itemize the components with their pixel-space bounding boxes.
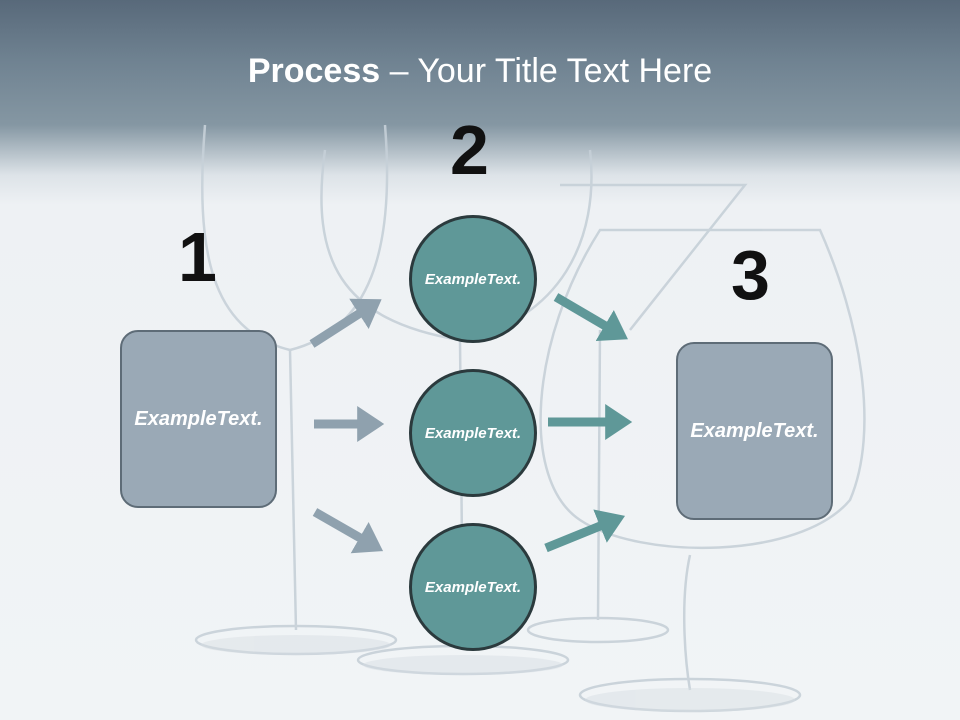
step-number-1: 1 xyxy=(178,218,217,296)
arrow-left-to-bottom xyxy=(312,508,384,554)
title-bold: Process xyxy=(247,52,381,90)
step-number-3: 3 xyxy=(731,236,770,314)
slide-title: Process – Your Title Text Here xyxy=(0,52,960,91)
title-rest: – Your Title Text Here xyxy=(380,52,713,90)
arrow-top-to-right xyxy=(553,293,628,342)
step-number-2: 2 xyxy=(450,111,489,189)
arrow-left-to-top xyxy=(309,298,382,348)
arrow-bottom-to-right xyxy=(544,509,626,553)
